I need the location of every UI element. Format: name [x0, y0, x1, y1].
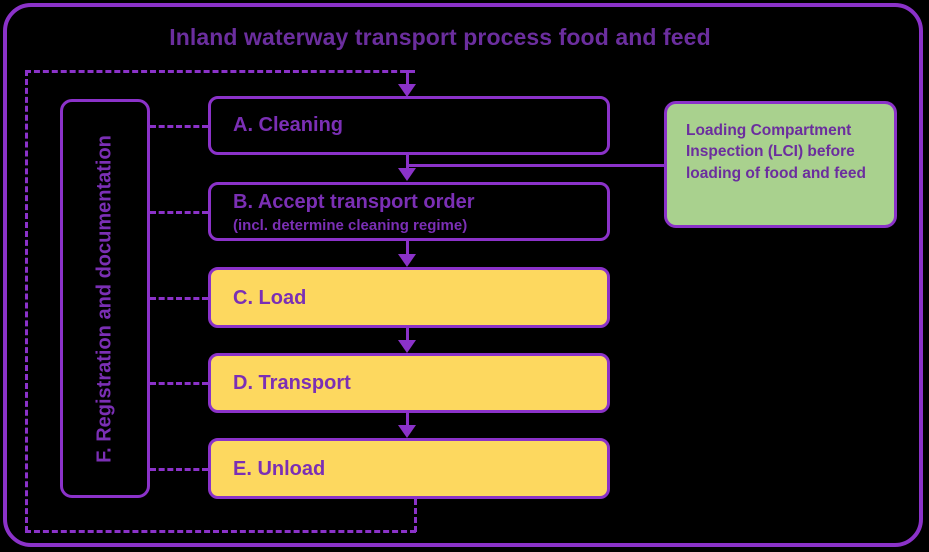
- process-box-b-sublabel: (incl. determine cleaning regime): [233, 217, 468, 234]
- flow-arrow-d-to-e-head: [398, 425, 416, 438]
- process-box-b-label: B. Accept transport order: [233, 191, 475, 213]
- feedback-loop-arrow-stem: [406, 70, 409, 86]
- flow-arrow-d-to-e-stem: [406, 413, 409, 426]
- flow-arrow-b-to-c-head: [398, 254, 416, 267]
- process-box-a-label: A. Cleaning: [233, 114, 344, 136]
- feedback-loop-arrow-head: [398, 84, 416, 97]
- process-box-e-label: E. Unload: [233, 458, 326, 480]
- f-tap-to-d: [150, 382, 208, 385]
- process-box-e-unload[interactable]: E. Unload: [208, 438, 610, 499]
- process-box-c-load[interactable]: C. Load: [208, 267, 610, 328]
- process-box-c-label: C. Load: [233, 287, 307, 309]
- note-box-lci-text: Loading Compartment Inspection (LCI) bef…: [686, 122, 866, 182]
- flow-arrow-a-to-b-stem: [406, 155, 409, 169]
- feedback-loop-segment-left: [25, 70, 28, 532]
- flow-arrow-a-to-b-head: [398, 168, 416, 181]
- process-box-f-label: F. Registration and documentation: [93, 134, 116, 463]
- process-box-d-transport[interactable]: D. Transport: [208, 353, 610, 413]
- feedback-loop-segment-bottom: [25, 530, 416, 533]
- page-title: Inland waterway transport process food a…: [169, 24, 711, 50]
- feedback-loop-segment-top: [25, 70, 415, 73]
- feedback-loop-segment-right: [414, 499, 417, 532]
- flow-arrow-c-to-d-head: [398, 340, 416, 353]
- f-tap-to-a: [150, 125, 208, 128]
- lci-connector-line: [406, 164, 666, 167]
- process-box-d-label: D. Transport: [233, 372, 351, 394]
- f-tap-to-e: [150, 468, 208, 471]
- process-box-b-accept-transport-order[interactable]: B. Accept transport order (incl. determi…: [208, 182, 610, 241]
- flow-arrow-c-to-d-stem: [406, 328, 409, 341]
- flow-arrow-b-to-c-stem: [406, 241, 409, 255]
- process-box-f-registration[interactable]: F. Registration and documentation: [60, 99, 150, 498]
- f-tap-to-b: [150, 211, 208, 214]
- process-box-a-cleaning[interactable]: A. Cleaning: [208, 96, 610, 155]
- f-tap-to-c: [150, 297, 208, 300]
- note-box-lci[interactable]: Loading Compartment Inspection (LCI) bef…: [664, 101, 897, 228]
